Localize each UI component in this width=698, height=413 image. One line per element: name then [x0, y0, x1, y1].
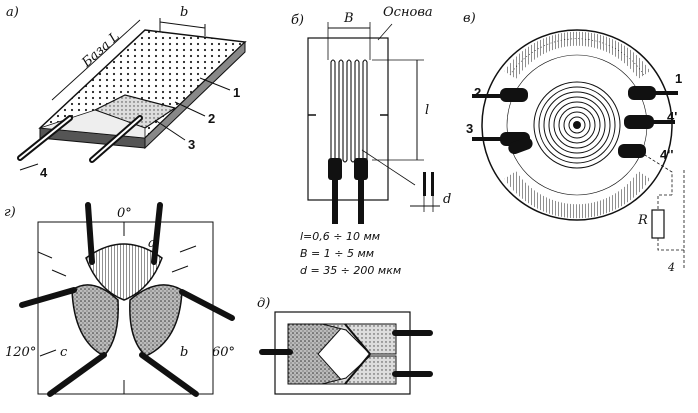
panel-d-sector-c: c: [60, 345, 68, 360]
panel-b-spec-length: l=0,6 ÷ 10 мм: [300, 230, 381, 243]
panel-a-callout-3: 3: [188, 137, 196, 152]
panel-c-resistor-label: R: [638, 213, 648, 228]
panel-d-sector-b: b: [180, 345, 189, 360]
panel-b-width-label: B: [344, 11, 354, 26]
panel-c-membrane-gauge: [472, 29, 685, 268]
panel-d-angle-120: 120°: [5, 345, 37, 360]
panel-d-angle-0: 0°: [117, 206, 132, 221]
panel-c-ground-label: 4: [668, 261, 675, 274]
panel-b-base-label: Основа: [383, 5, 433, 20]
panel-a-callout-4: 4: [40, 165, 48, 180]
panel-b-length-label: l: [425, 103, 430, 118]
panel-d-rosette: [19, 202, 235, 397]
panel-d-sector-a: a: [148, 236, 156, 251]
panel-c-terminal-2: 2: [474, 85, 482, 100]
panel-b-wire-gauge: [307, 22, 440, 224]
panel-c-letter: в): [463, 11, 476, 26]
panel-b-spec-thickness: d = 35 ÷ 200 мкм: [300, 264, 402, 277]
panel-c-terminal-4b: 4'': [660, 147, 674, 162]
panel-a-letter: а): [6, 5, 19, 20]
panel-b-letter: б): [291, 13, 305, 28]
panel-c-terminal-3: 3: [466, 121, 474, 136]
panel-c-terminal-1: 1: [675, 71, 683, 86]
panel-d-letter: г): [4, 205, 16, 220]
panel-a-width-label: b: [180, 5, 189, 20]
panel-a-callout-2: 2: [208, 111, 216, 126]
panel-e-chevron-gauge: [259, 311, 433, 395]
panel-b-spec-width: B = 1 ÷ 5 мм: [300, 247, 375, 260]
panel-d-angle-60: 60°: [212, 345, 236, 360]
panel-a-foil-gauge: [17, 18, 247, 171]
panel-a-callout-1: 1: [233, 85, 241, 100]
panel-b-thickness-label: d: [443, 192, 452, 207]
panel-e-letter: д): [257, 296, 271, 311]
panel-c-terminal-4a: 4': [667, 109, 678, 124]
